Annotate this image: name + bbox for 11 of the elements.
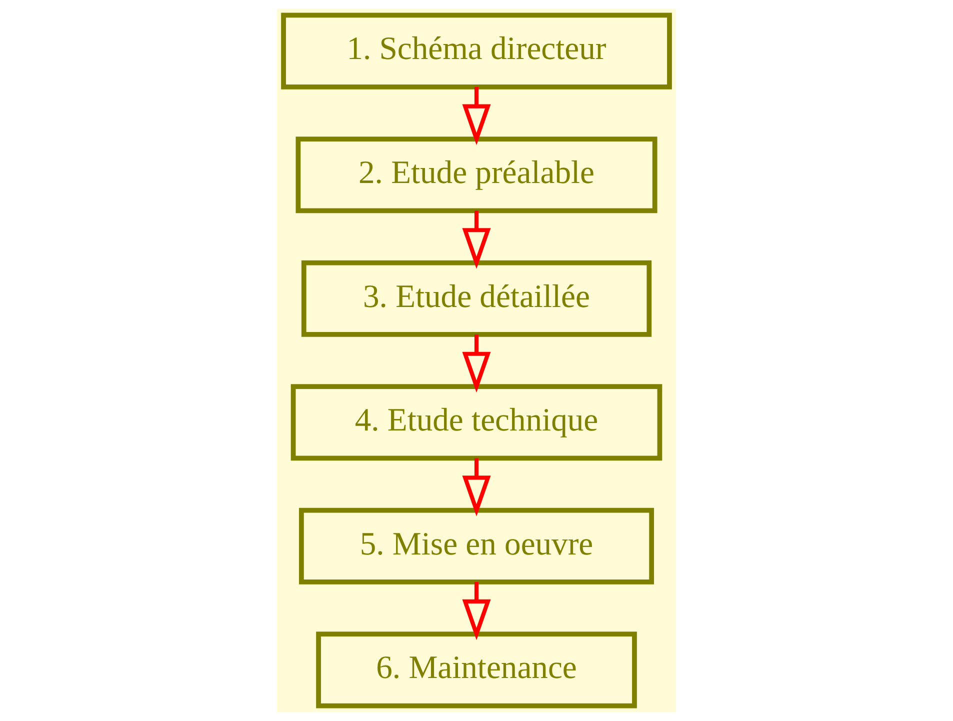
arrow xyxy=(462,210,491,269)
arrow xyxy=(462,86,491,146)
arrow xyxy=(462,458,491,516)
node-box: 4. Etude technique xyxy=(290,384,662,461)
node-box: 6. Maintenance xyxy=(316,632,637,708)
node-box: 2. Etude préalable xyxy=(296,136,658,214)
node-box: 3. Etude détaillée xyxy=(301,260,652,337)
node-box: 1. Schéma directeur xyxy=(281,12,672,90)
node-box: 5. Mise en oeuvre xyxy=(298,508,654,584)
arrow xyxy=(462,582,491,640)
arrow xyxy=(462,334,491,393)
